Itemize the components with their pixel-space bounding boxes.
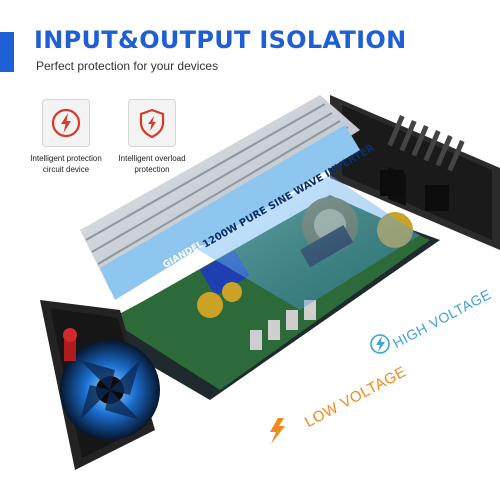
feature-label-line1: Intelligent overload	[118, 154, 186, 163]
high-voltage-icon	[370, 334, 390, 354]
feature-label-line2: circuit device	[42, 165, 90, 174]
feature-overload-protection: Intelligent overload protection	[104, 99, 200, 175]
page-subtitle: Perfect protection for your devices	[36, 59, 219, 73]
header-accent-bar	[0, 32, 14, 72]
feature-label-line1: Intelligent protection	[30, 154, 102, 163]
cooling-fan	[60, 340, 160, 440]
feature-label-line2: protection	[134, 165, 170, 174]
overload-protection-icon	[128, 99, 176, 147]
battery-terminal	[63, 328, 77, 361]
low-voltage-icon	[270, 418, 285, 444]
feature-circuit-protection: Intelligent protection circuit device	[18, 99, 114, 175]
isolation-glow	[190, 175, 420, 310]
page-title: INPUT&OUTPUT ISOLATION	[34, 26, 407, 54]
circuit-protection-icon	[42, 99, 90, 147]
heatsink-cover	[80, 95, 360, 300]
rear-panel	[330, 95, 500, 250]
